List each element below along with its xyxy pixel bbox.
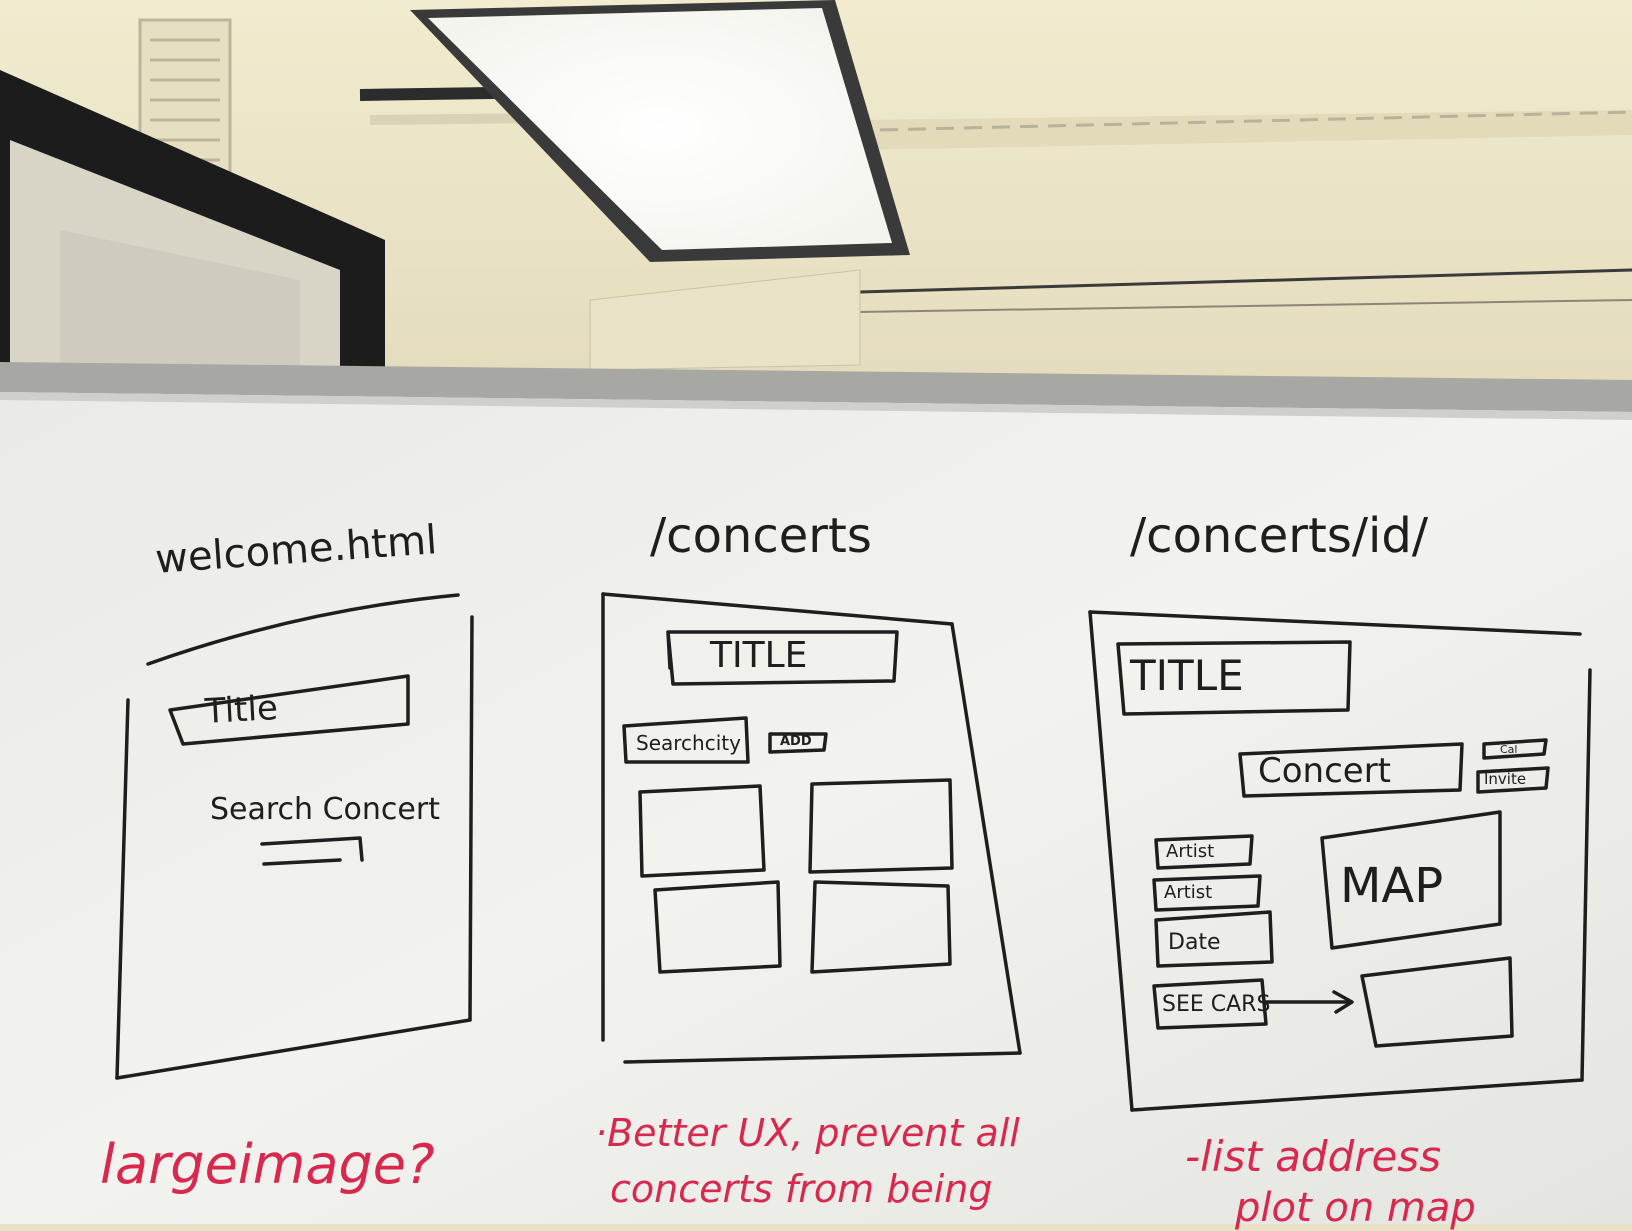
note-better-ux-line-2: concerts from being — [610, 1167, 993, 1211]
detail-map-label: MAP — [1340, 858, 1444, 914]
wireframe-concert-detail-frame — [1088, 610, 1592, 1112]
note-large-image: largeimage? — [100, 1133, 435, 1196]
concerts-add-button-label: ADD — [780, 734, 812, 749]
wireframe-concerts-frame — [601, 592, 1022, 1064]
wireframe-3-heading: /concerts/id/ — [1130, 508, 1428, 564]
detail-artist-tag-1: Artist — [1166, 841, 1215, 862]
note-better-ux-line-1: ·Better UX, prevent all — [595, 1111, 1020, 1155]
concerts-search-city-label: Searchcity — [636, 731, 741, 755]
detail-see-cars-tag: SEE CARS — [1162, 992, 1271, 1017]
detail-concert-label: Concert — [1258, 751, 1392, 791]
ceiling-beam — [860, 110, 1632, 150]
welcome-search-label: Search Concert — [210, 792, 440, 827]
detail-artist-tag-2: Artist — [1164, 882, 1213, 903]
concerts-title-label: TITLE — [710, 635, 808, 676]
wireframe-2-heading: /concerts — [650, 508, 872, 564]
detail-date-tag: Date — [1168, 930, 1221, 955]
note-list-address: -list address — [1185, 1132, 1442, 1181]
note-plot-on-map: plot on map — [1235, 1185, 1476, 1231]
detail-invite-tag: Invite — [1484, 770, 1527, 788]
whiteboard-top-rail — [0, 362, 1632, 412]
wireframe-welcome-frame — [115, 593, 474, 1080]
duct — [589, 269, 861, 371]
detail-title-label: TITLE — [1130, 651, 1244, 700]
detail-cal-tag: Cal — [1500, 743, 1518, 756]
welcome-title-label: Title — [204, 688, 279, 732]
